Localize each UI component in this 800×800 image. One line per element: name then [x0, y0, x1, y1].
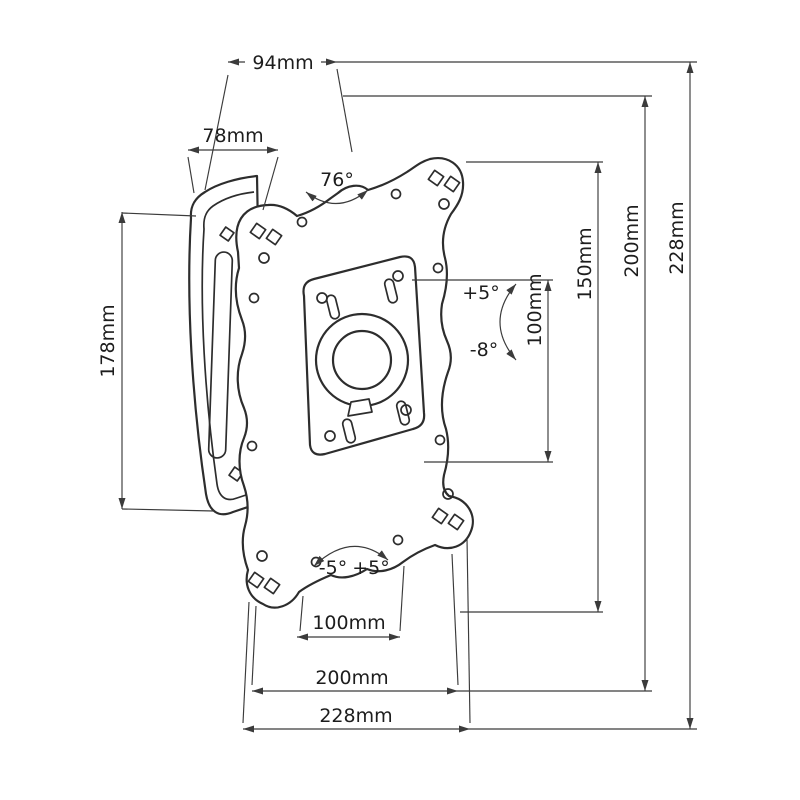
dim-width-100: 100mm [297, 565, 405, 641]
dim-depth-94-label: 94mm [252, 52, 313, 74]
dim-width-200-label: 200mm [315, 667, 388, 689]
vesa-slot [383, 278, 399, 304]
dim-height-200-label: 200mm [621, 204, 643, 277]
edge-mounting-holes [246, 188, 446, 568]
dim-swivel-76-label: 76° [320, 169, 354, 191]
center-ring-tab [347, 398, 373, 417]
wall-bracket-hole-top [219, 226, 235, 242]
dim-height-100: 100mm [412, 273, 553, 463]
dim-depth-94: 94mm [204, 50, 697, 191]
dim-bracket-height-178: 178mm [97, 212, 215, 512]
wall-bracket-inner-edge [201, 191, 262, 501]
dim-rotation-right-label: +5° [352, 557, 390, 579]
rotation-arrow-arc [313, 545, 389, 567]
dim-width-228: 228mm [242, 537, 697, 733]
dim-height-200: 200mm [343, 95, 652, 691]
dim-width-100-label: 100mm [312, 612, 385, 634]
mount-plate [234, 157, 474, 609]
vesa-screw-hole [324, 430, 336, 442]
dim-rotation: -5° +5° [313, 545, 390, 579]
dim-swivel-76: 76° [305, 169, 369, 205]
vesa-slot [395, 400, 411, 426]
vesa-plate [302, 255, 426, 456]
center-ring-inner [331, 329, 393, 391]
vesa-slot [325, 294, 341, 320]
wall-bracket-hole-bottom [228, 466, 244, 482]
dim-tilt-down-label: -8° [470, 339, 498, 361]
swivel-arrow-arc [305, 189, 369, 205]
vesa-slot [341, 418, 357, 444]
dim-width-200: 200mm [251, 553, 652, 695]
center-ring [314, 312, 410, 417]
dim-width-228-label: 228mm [319, 705, 392, 727]
dim-tilt-up-label: +5° [462, 282, 500, 304]
dim-rotation-left-label: -5° [319, 557, 347, 579]
tilt-arrow-arc [499, 283, 517, 361]
dim-width-78: 78mm [187, 125, 279, 211]
corner-mounting-holes [247, 169, 465, 595]
vesa-screw-hole [392, 270, 404, 282]
dim-height-150: 150mm [460, 161, 603, 613]
dim-tilt: +5° -8° [462, 282, 517, 361]
dim-bracket-height-178-label: 178mm [97, 304, 119, 377]
wall-bracket-slot [207, 251, 234, 459]
dim-height-228-label: 228mm [666, 201, 688, 274]
dim-height-228: 228mm [666, 62, 694, 729]
dim-width-78-label: 78mm [202, 125, 263, 147]
vesa-plate-outline [302, 255, 426, 456]
dim-height-150-label: 150mm [574, 227, 596, 300]
dim-height-100-label: 100mm [524, 273, 546, 346]
